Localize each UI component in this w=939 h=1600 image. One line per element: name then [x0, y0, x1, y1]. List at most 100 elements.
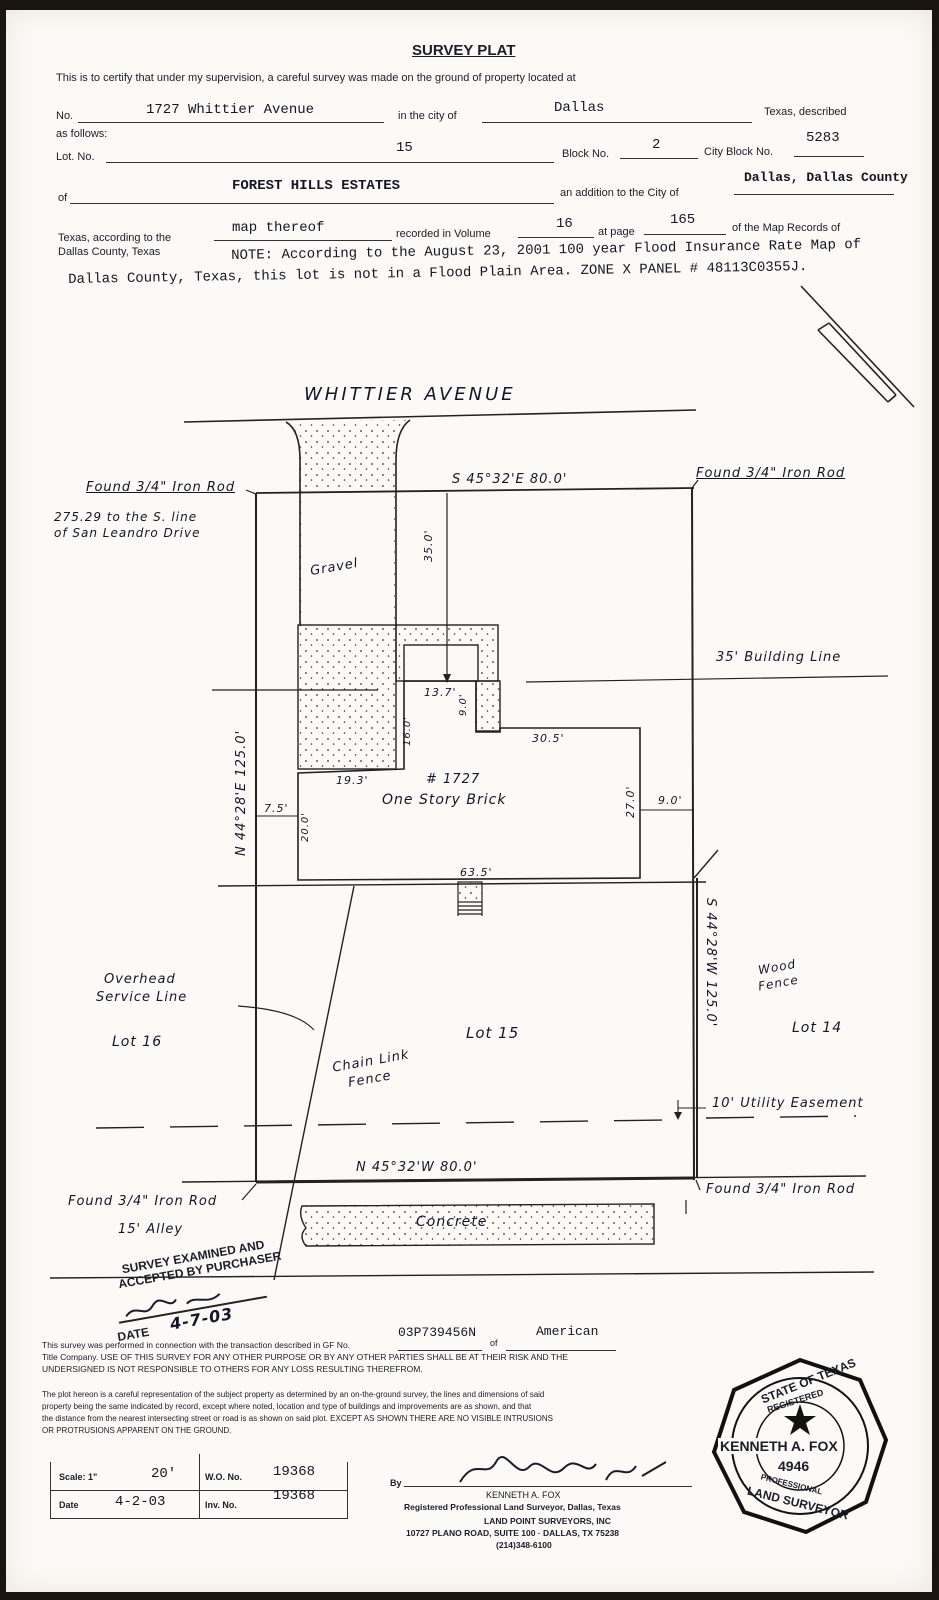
overhead-label-2: Service Line — [96, 990, 188, 1005]
north-arrow-icon — [800, 285, 915, 408]
page-line — [644, 234, 726, 235]
lot-15-label: Lot 15 — [466, 1024, 520, 1042]
alley-label: 15' Alley — [118, 1222, 184, 1237]
city-block-label: City Block No. — [704, 146, 774, 158]
iron-rod-se-label: Found 3/4" Iron Rod — [706, 1182, 856, 1197]
addition-city-value: Dallas, Dallas County — [744, 170, 908, 185]
lot-value: 15 — [396, 140, 413, 156]
street-line — [183, 409, 697, 423]
volume-value: 16 — [556, 216, 573, 232]
scale-value: 20' — [151, 1466, 177, 1482]
city-block-value: 5283 — [806, 130, 840, 146]
addition-value: FOREST HILLS ESTATES — [232, 178, 401, 194]
company-address: 10727 PLANO ROAD, SUITE 100 · DALLAS, TX… — [406, 1528, 620, 1538]
of-label: of — [58, 192, 68, 204]
plat-drawing — [49, 285, 915, 1281]
texas-described: Texas, described — [764, 106, 847, 118]
surveyor-signature — [459, 1456, 667, 1483]
garage-pad — [297, 624, 397, 770]
concrete-slab — [299, 1203, 655, 1247]
iron-rod-nw-label: Found 3/4" Iron Rod — [86, 480, 236, 495]
plot-text-2: property being the same indicated by rec… — [42, 1402, 532, 1411]
page-value: 165 — [670, 212, 696, 228]
map-value: map thereof — [232, 220, 325, 236]
signature-line — [404, 1486, 692, 1487]
dim-30-5: 30.5' — [532, 732, 565, 745]
gf-of: of — [490, 1338, 498, 1348]
map-records: of the Map Records of — [732, 222, 841, 234]
surveyor-seal: STATE OF TEXAS REGISTERED KENNETH A. FOX… — [710, 1356, 890, 1536]
iron-rod-sw-label: Found 3/4" Iron Rod — [68, 1194, 218, 1209]
plot-text-4: OR PROTRUSIONS APPARENT ON THE GROUND. — [42, 1426, 232, 1435]
plot-text-3: the distance from the nearest intersecti… — [42, 1414, 554, 1423]
texas-according: Texas, according to the — [58, 232, 172, 244]
lot-14-label: Lot 14 — [792, 1020, 843, 1036]
wo-label: W.O. No. — [205, 1472, 242, 1482]
addition-label: an addition to the City of — [560, 187, 679, 199]
right-property-line — [691, 487, 695, 1181]
volume-line — [518, 237, 594, 238]
star-icon — [784, 1404, 816, 1435]
dim-13-7: 13.7' — [424, 686, 457, 699]
street-name: WHITTIER AVENUE — [304, 384, 516, 405]
inv-value: 19368 — [273, 1488, 316, 1504]
gf-line — [398, 1350, 482, 1351]
city-value: Dallas — [554, 100, 605, 116]
utility-easement-label: 10' Utility Easement — [712, 1096, 864, 1111]
disclaimer-2: UNDERSIGNED IS NOT RESPONSIBLE TO OTHERS… — [42, 1364, 423, 1374]
lot-16-label: Lot 16 — [112, 1034, 163, 1050]
as-follows: as follows: — [56, 128, 108, 140]
date-label: Date — [59, 1500, 79, 1510]
certify-text: This is to certify that under my supervi… — [56, 72, 576, 84]
gf-pre: This survey was performed in connection … — [42, 1340, 351, 1350]
page-title: SURVEY PLAT — [412, 42, 516, 59]
no-label: No. — [56, 110, 74, 122]
utility-easement-line — [95, 1119, 667, 1129]
gravel-area — [302, 490, 394, 624]
front-property-line — [255, 487, 695, 494]
house-number: # 1727 — [426, 772, 481, 787]
concrete-label: Concrete — [416, 1214, 488, 1230]
wo-value: 19368 — [273, 1464, 316, 1480]
front-bearing: S 45°32'E 80.0' — [452, 472, 568, 487]
date-value: 4-2-03 — [115, 1494, 166, 1510]
gf-number: 03P739456N — [398, 1325, 477, 1340]
house-type: One Story Brick — [382, 792, 507, 808]
dim-9-0-b: 9.0' — [658, 794, 683, 807]
right-bearing: S 44°28'W 125.0' — [703, 898, 718, 1028]
address-line — [78, 122, 384, 123]
inv-label: Inv. No. — [205, 1500, 237, 1510]
building-line-label: 35' Building Line — [716, 650, 842, 665]
distance-note-line1: 275.29 to the S. line — [54, 510, 198, 524]
dim-16-0: 16.0' — [402, 715, 413, 746]
dim-9-0-a: 9.0' — [458, 693, 469, 716]
map-line — [214, 240, 392, 241]
overhead-service-line — [273, 885, 355, 1281]
address-value: 1727 Whittier Avenue — [146, 102, 315, 118]
scale-info-table: Scale: 1" 20' W.O. No. 19368 Date 4-2-03… — [50, 1454, 348, 1519]
lot-line — [106, 162, 554, 163]
purchaser-signature — [115, 1277, 268, 1324]
city-line — [482, 122, 752, 123]
lot-label: Lot. No. — [56, 151, 95, 163]
company-name: LAND POINT SURVEYORS, INC — [484, 1516, 611, 1526]
seal-name: KENNETH A. FOX — [718, 1438, 840, 1454]
dim-63-5: 63.5' — [460, 866, 493, 879]
dim-20-0: 20.0' — [300, 811, 311, 842]
survey-plat-sheet: { "header": { "title": "SURVEY PLAT", "c… — [6, 10, 932, 1592]
rear-bearing: N 45°32'W 80.0' — [356, 1160, 478, 1175]
surveyor-registration: Registered Professional Land Surveyor, D… — [404, 1502, 621, 1512]
surveyor-name: KENNETH A. FOX — [486, 1490, 561, 1500]
city-block-line — [794, 156, 864, 157]
company-phone: (214)348-6100 — [496, 1540, 552, 1550]
dallas-county: Dallas County, Texas — [58, 246, 161, 258]
purchaser-stamp: SURVEY EXAMINED AND ACCEPTED BY PURCHASE… — [99, 1235, 293, 1361]
title-company: American — [536, 1324, 599, 1339]
alley-line — [49, 1271, 875, 1279]
block-label: Block No. — [562, 148, 610, 160]
setback-35: 35.0' — [422, 529, 435, 562]
addition-city-line — [734, 194, 894, 195]
block-value: 2 — [652, 137, 661, 153]
iron-rod-ne-label: Found 3/4" Iron Rod — [696, 466, 846, 481]
seal-number: 4946 — [778, 1458, 810, 1474]
